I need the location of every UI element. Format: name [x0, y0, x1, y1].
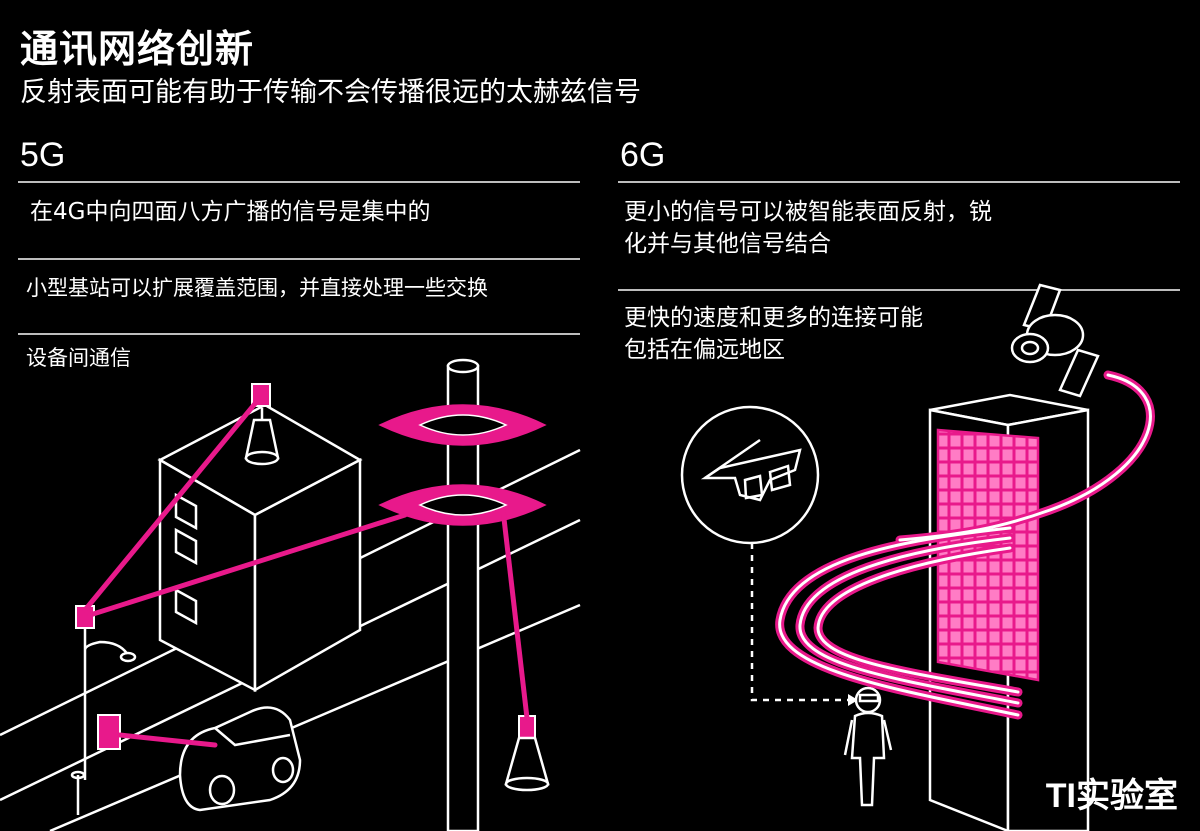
text-6g-faster-line1: 更快的速度和更多的连接可能 [624, 305, 923, 331]
link-lamp-to-roof [82, 397, 261, 613]
watermark: TI实验室 [1045, 777, 1178, 815]
antenna-array-upper [378, 404, 547, 446]
signal-beams-6g [775, 370, 1155, 720]
scene-5g [0, 358, 581, 831]
link-device-to-car [117, 732, 218, 748]
ar-glasses-icon [680, 405, 820, 545]
person-icon [843, 686, 893, 807]
signal-links-5g [82, 397, 530, 748]
heading-6g: 6G [620, 136, 666, 174]
divider-5g-top [18, 181, 580, 183]
link-lamp-to-tower [87, 512, 408, 618]
divider-6g-top [618, 181, 1180, 183]
antenna-array-lower [378, 484, 547, 526]
smart-surface-building [928, 393, 1090, 831]
page-title: 通讯网络创新 [20, 27, 255, 71]
divider-5g-2 [18, 333, 580, 335]
text-6g-reflected-line2: 化并与其他信号结合 [624, 231, 831, 257]
car [178, 706, 302, 812]
text-5g-small-cells: 小型基站可以扩展覆盖范围，并直接处理一些交换 [26, 276, 488, 300]
divider-5g-1 [18, 258, 580, 260]
heading-5g: 5G [20, 136, 66, 174]
text-6g-faster-line2: 包括在偏远地区 [624, 337, 785, 363]
link-tower-to-cell [500, 507, 530, 721]
page-subtitle: 反射表面可能有助于传输不会传播很远的太赫兹信号 [20, 77, 641, 108]
rooftop-small-cell [244, 383, 280, 466]
text-5g-d2d: 设备间通信 [26, 346, 131, 370]
divider-6g-1 [618, 289, 1180, 291]
text-6g-reflected-line1: 更小的信号可以被智能表面反射，锐 [624, 199, 992, 225]
pole-small-cell [504, 715, 550, 792]
dashed-connector [750, 543, 848, 702]
wall-device [70, 714, 121, 815]
road-line-near [49, 603, 581, 831]
satellite-icon [1010, 283, 1100, 398]
text-5g-focused-signal: 在4G中向四面八方广播的信号是集中的 [30, 199, 431, 225]
street-lamp [75, 605, 137, 780]
